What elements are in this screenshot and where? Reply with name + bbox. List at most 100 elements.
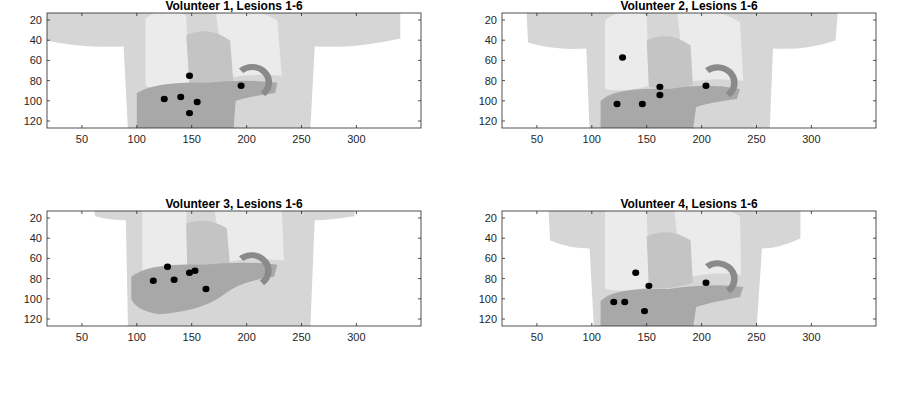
axis-tick xyxy=(502,278,505,279)
axis-tick xyxy=(811,211,812,214)
y-tick-label: 20 xyxy=(485,14,497,26)
axis-tick xyxy=(701,211,702,214)
x-tick-label: 50 xyxy=(531,133,543,145)
axis-tick xyxy=(136,211,137,214)
x-tick-label: 250 xyxy=(747,133,765,145)
axis-tick xyxy=(418,40,421,41)
axis-tick xyxy=(701,13,702,16)
panel-title: Volunteer 3, Lesions 1-6 xyxy=(165,198,302,210)
axis-tick xyxy=(81,13,82,16)
axis-tick xyxy=(502,121,505,122)
axes-box xyxy=(502,211,876,326)
axis-tick xyxy=(646,125,647,128)
axis-tick xyxy=(536,125,537,128)
x-tick-label: 300 xyxy=(802,331,820,343)
axis-tick xyxy=(811,13,812,16)
axis-tick xyxy=(536,211,537,214)
x-tick-label: 250 xyxy=(292,331,310,343)
axis-tick xyxy=(418,20,421,21)
axis-tick xyxy=(47,278,50,279)
y-tick-label: 100 xyxy=(479,95,497,107)
y-tick-label: 120 xyxy=(479,115,497,127)
axis-tick xyxy=(356,125,357,128)
axis-tick xyxy=(811,125,812,128)
y-tick-label: 40 xyxy=(485,34,497,46)
axis-tick xyxy=(191,13,192,16)
axis-tick xyxy=(47,258,50,259)
axis-tick xyxy=(756,125,757,128)
axis-tick xyxy=(756,211,757,214)
axis-tick xyxy=(136,125,137,128)
y-tick-label: 60 xyxy=(30,252,42,264)
axis-tick xyxy=(418,121,421,122)
axis-tick xyxy=(47,20,50,21)
axis-tick xyxy=(301,323,302,326)
y-tick-label: 120 xyxy=(24,313,42,325)
axis-tick xyxy=(47,40,50,41)
axis-tick xyxy=(502,40,505,41)
axis-tick xyxy=(873,40,876,41)
axis-tick xyxy=(47,121,50,122)
y-tick-label: 20 xyxy=(485,212,497,224)
axis-tick xyxy=(246,125,247,128)
axis-tick xyxy=(191,211,192,214)
axis-tick xyxy=(811,323,812,326)
y-tick-label: 120 xyxy=(24,115,42,127)
axis-tick xyxy=(536,13,537,16)
axis-tick xyxy=(873,60,876,61)
y-tick-label: 60 xyxy=(485,54,497,66)
y-tick-label: 60 xyxy=(485,252,497,264)
axis-tick xyxy=(502,319,505,320)
axis-tick xyxy=(756,13,757,16)
axis-tick xyxy=(756,323,757,326)
y-tick-label: 40 xyxy=(485,232,497,244)
axis-tick xyxy=(47,319,50,320)
axis-tick xyxy=(873,121,876,122)
x-tick-label: 300 xyxy=(347,133,365,145)
axis-tick xyxy=(591,323,592,326)
axis-tick xyxy=(246,211,247,214)
axes-box xyxy=(47,211,421,326)
axis-tick xyxy=(873,258,876,259)
axes-box xyxy=(47,13,421,128)
axis-tick xyxy=(646,211,647,214)
axis-tick xyxy=(873,100,876,101)
x-tick-label: 150 xyxy=(638,331,656,343)
axis-tick xyxy=(502,20,505,21)
axis-tick xyxy=(873,238,876,239)
axis-tick xyxy=(47,298,50,299)
x-tick-label: 100 xyxy=(583,331,601,343)
axis-tick xyxy=(418,278,421,279)
axis-tick xyxy=(418,218,421,219)
axis-tick xyxy=(873,20,876,21)
panel-title: Volunteer 2, Lesions 1-6 xyxy=(620,0,757,12)
phantom-image xyxy=(548,211,801,326)
axis-tick xyxy=(81,211,82,214)
axis-tick xyxy=(502,298,505,299)
axis-tick xyxy=(418,100,421,101)
axes-frame xyxy=(47,13,876,326)
phantom-image xyxy=(526,13,839,128)
axis-tick xyxy=(873,218,876,219)
y-tick-label: 80 xyxy=(485,273,497,285)
axis-tick xyxy=(47,80,50,81)
axis-tick xyxy=(47,100,50,101)
x-tick-label: 200 xyxy=(692,331,710,343)
x-tick-label: 100 xyxy=(583,133,601,145)
phantom-image xyxy=(93,211,357,326)
axis-tick xyxy=(873,80,876,81)
axis-tick xyxy=(356,211,357,214)
panel-title: Volunteer 1, Lesions 1-6 xyxy=(165,0,302,12)
axis-tick xyxy=(418,319,421,320)
x-tick-label: 200 xyxy=(692,133,710,145)
axis-tick xyxy=(47,218,50,219)
x-tick-label: 50 xyxy=(76,331,88,343)
axis-tick xyxy=(47,238,50,239)
axis-tick xyxy=(591,125,592,128)
y-tick-label: 100 xyxy=(24,293,42,305)
axis-tick xyxy=(418,258,421,259)
axis-tick xyxy=(873,319,876,320)
y-tick-label: 40 xyxy=(30,34,42,46)
axis-tick xyxy=(502,218,505,219)
axis-tick xyxy=(646,323,647,326)
